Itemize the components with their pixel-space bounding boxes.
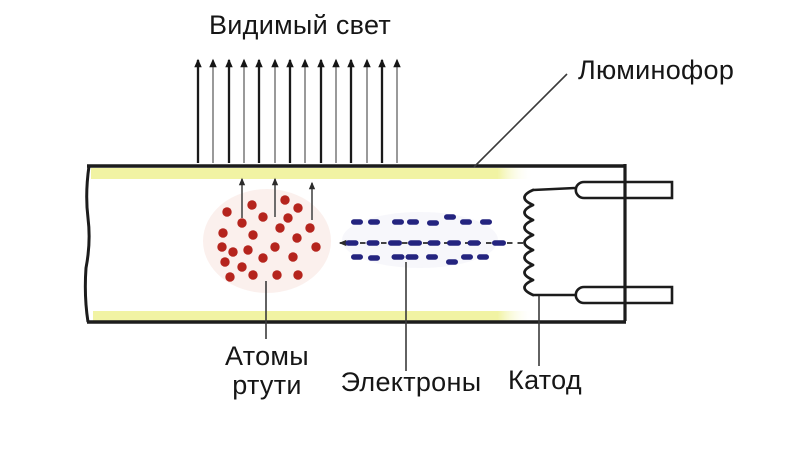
- tube-left-wall: [83, 165, 91, 323]
- visible-light-arrows: [194, 58, 401, 163]
- electron-glow: [342, 212, 498, 268]
- cathode-label: Катод: [508, 365, 582, 395]
- phosphor-label: Люминофор: [578, 55, 735, 85]
- electron-dashes: [345, 214, 506, 265]
- mercury-atoms-cluster: [217, 195, 321, 282]
- inner-emission-arrows: [238, 177, 316, 220]
- electrons-label: Электроны: [340, 367, 482, 397]
- phosphor-stripe-bottom: [93, 311, 533, 321]
- cathode-coil: [523, 188, 535, 297]
- mercury-atoms-label: Атомы ртути: [225, 342, 309, 400]
- phosphor-leader-line: [473, 73, 568, 168]
- phosphor-stripe-top: [91, 168, 533, 179]
- cathode-top-lead: [532, 186, 576, 192]
- visible-light-label: Видимый свет: [208, 10, 392, 40]
- mercury-atoms-label-line1: Атомы: [225, 341, 309, 371]
- mercury-glow: [203, 189, 331, 293]
- mercury-atoms-label-line2: ртути: [232, 370, 302, 400]
